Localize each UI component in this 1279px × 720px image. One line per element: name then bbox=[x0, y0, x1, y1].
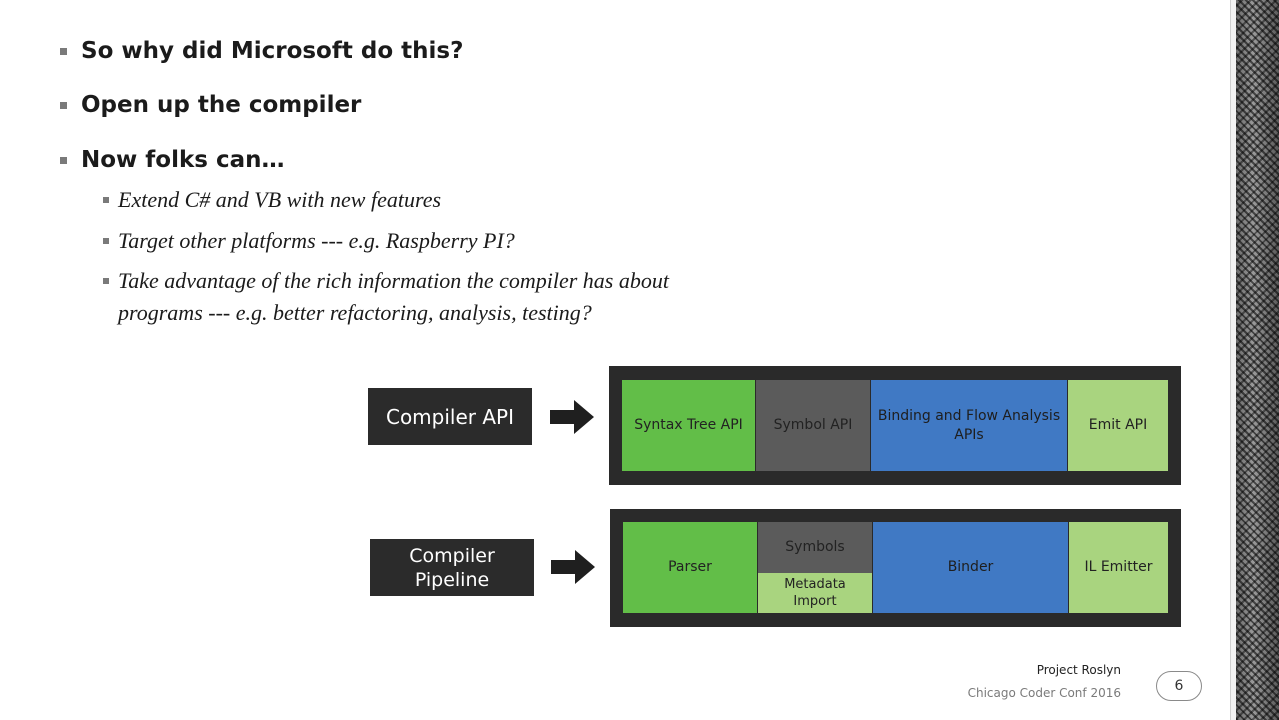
binding-line2: APIs bbox=[954, 426, 984, 443]
bullet-marker-icon bbox=[60, 47, 67, 55]
syntax-tree-api-text: Syntax Tree API bbox=[634, 417, 743, 433]
binder-text: Binder bbox=[947, 559, 994, 575]
bullet-text: So why did Microsoft do this? bbox=[81, 38, 464, 64]
il-emitter-cell: IL Emitter bbox=[1069, 522, 1168, 613]
footer-subtitle: Chicago Coder Conf 2016 bbox=[967, 686, 1121, 700]
symbol-api-text: Symbol API bbox=[773, 417, 853, 433]
sub-bullet-marker-icon bbox=[103, 238, 109, 244]
pipeline-label-line2: Pipeline bbox=[414, 568, 490, 591]
il-emitter-text: IL Emitter bbox=[1084, 559, 1153, 575]
sub-bullet-line2: programs --- e.g. better refactoring, an… bbox=[118, 300, 592, 325]
sub-bullet-text: Extend C# and VB with new features bbox=[118, 187, 442, 212]
right-arrow-icon bbox=[551, 550, 595, 584]
bullet-marker-icon bbox=[60, 156, 67, 164]
emit-api-text: Emit API bbox=[1088, 417, 1148, 433]
sub-bullet-target: Target other platforms --- e.g. Raspberr… bbox=[103, 225, 515, 257]
sub-bullet-marker-icon bbox=[103, 278, 109, 284]
page-number: 6 bbox=[1174, 678, 1184, 694]
metadata-line1: Metadata bbox=[784, 577, 846, 592]
bullet-open-compiler: Open up the compiler bbox=[60, 92, 361, 118]
metadata-line2: Import bbox=[793, 594, 837, 609]
parser-cell: Parser bbox=[623, 522, 757, 613]
bullet-why-microsoft: So why did Microsoft do this? bbox=[60, 38, 463, 64]
emit-api-cell: Emit API bbox=[1068, 380, 1168, 471]
syntax-tree-api-cell: Syntax Tree API bbox=[622, 380, 755, 471]
decorative-texture-strip bbox=[1236, 0, 1279, 720]
slide-right-edge bbox=[1230, 0, 1236, 720]
sub-bullet-take-advantage: Take advantage of the rich information t… bbox=[103, 265, 669, 329]
parser-text: Parser bbox=[668, 559, 712, 575]
sub-bullet-text: Target other platforms --- e.g. Raspberr… bbox=[118, 228, 515, 253]
bullet-marker-icon bbox=[60, 101, 67, 109]
pipeline-label-line1: Compiler bbox=[409, 544, 495, 567]
sub-bullet-extend: Extend C# and VB with new features bbox=[103, 184, 441, 216]
compiler-api-label-text: Compiler API bbox=[385, 404, 515, 429]
symbols-cell: Symbols bbox=[758, 522, 872, 573]
footer-title: Project Roslyn bbox=[1036, 663, 1121, 677]
bullet-now-folks-can: Now folks can… bbox=[60, 147, 285, 173]
symbols-text: Symbols bbox=[785, 539, 845, 555]
right-arrow-icon bbox=[550, 400, 594, 434]
sub-bullet-marker-icon bbox=[103, 197, 109, 203]
sub-bullet-text: Take advantage of the rich information t… bbox=[118, 265, 669, 329]
compiler-api-label: Compiler API bbox=[368, 388, 532, 445]
symbol-api-cell: Symbol API bbox=[756, 380, 870, 471]
bullet-text: Open up the compiler bbox=[81, 92, 362, 118]
sub-bullet-line1: Take advantage of the rich information t… bbox=[118, 268, 669, 293]
bullet-text: Now folks can… bbox=[81, 147, 285, 173]
page-number-badge: 6 bbox=[1156, 671, 1202, 701]
binding-line1: Binding and Flow Analysis bbox=[877, 407, 1061, 424]
binder-cell: Binder bbox=[873, 522, 1068, 613]
